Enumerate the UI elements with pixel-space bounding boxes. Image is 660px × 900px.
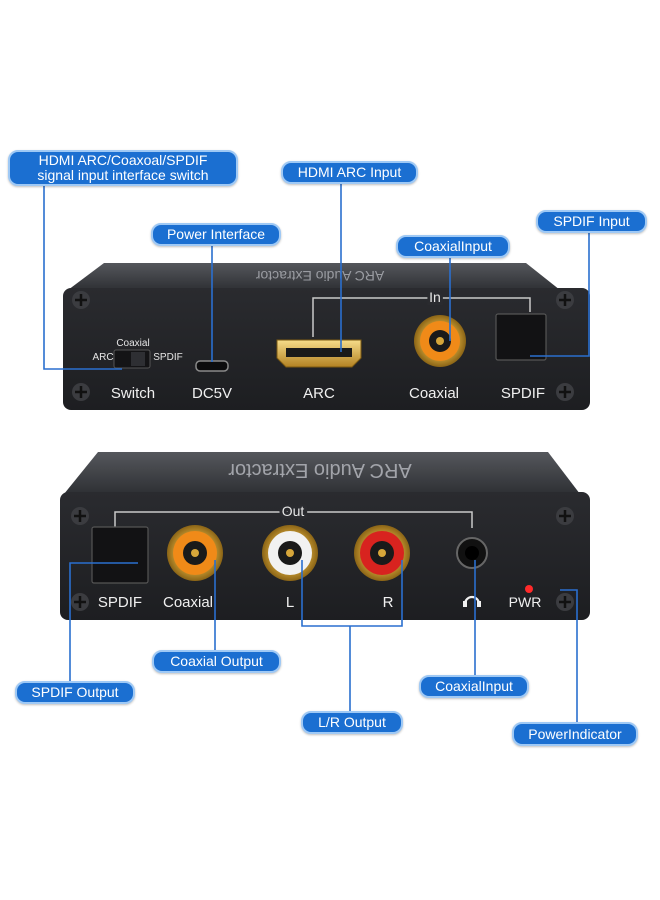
leader-spdif-in [530,232,590,357]
callout-spdif-input: SPDIF Input [536,210,647,233]
screw-icon [72,383,90,401]
bottom-device-top-face [64,452,580,494]
l-label: L [286,594,294,611]
leader-spdif-out [69,562,138,681]
screw-icon [556,291,574,309]
callout-power-indicator: PowerIndicator [512,722,638,746]
spdif-out-label: SPDIF [98,594,142,611]
screw-icon [556,507,574,525]
switch-coaxial-label: Coaxial [116,338,149,349]
left-audio-jack[interactable] [262,525,318,581]
selector-switch-knob[interactable] [131,352,145,366]
callout-power-interface: Power Interface [151,223,281,246]
spdif-output-port[interactable] [91,526,149,584]
callout-hdmi-arc-input: HDMI ARC Input [281,161,418,184]
callout-coaxial-input-bottom: CoaxialInput [419,675,529,698]
r-label: R [383,594,394,611]
arc-label: ARC [303,385,335,402]
right-audio-jack[interactable] [354,525,410,581]
switch-spdif-label: SPDIF [153,352,182,363]
top-device-top-label: ARC Audio Extractor [255,268,384,284]
screw-icon [556,593,574,611]
callout-lr-output: L/R Output [301,711,403,734]
leader-lines [43,184,590,722]
spdif-input-port[interactable] [495,313,547,361]
callout-spdif-output: SPDIF Output [15,681,135,704]
in-bracket [312,297,531,337]
headphone-icon [463,595,481,607]
bottom-device: ARC Audio Extractor Out SPDIF Coaxial L [60,452,590,620]
top-device-top-face [68,263,560,290]
callout-coaxial-output: Coaxial Output [152,650,281,673]
callout-input-switch-line1: HDMI ARC/Coaxoal/SPDIF [38,152,208,168]
screw-icon [71,507,89,525]
callout-coaxial-input-top: CoaxialInput [396,235,510,258]
power-led [525,585,533,593]
usb-power-port[interactable] [195,360,229,372]
screw-icon [71,593,89,611]
pwr-label: PWR [509,594,542,610]
bottom-device-front-face [60,492,590,620]
bottom-device-top-label: ARC Audio Extractor [228,459,412,481]
coaxial-input-jack[interactable] [414,315,466,367]
screw-icon [72,291,90,309]
hdmi-port-slot [286,348,352,357]
headphone-jack[interactable] [456,537,488,569]
coaxial-output-jack[interactable] [167,525,223,581]
dc5v-label: DC5V [192,385,232,402]
leader-switch [43,184,122,370]
switch-label: Switch [111,385,155,402]
callout-input-switch: HDMI ARC/Coaxoal/SPDIF signal input inte… [8,150,238,186]
out-bracket [114,511,473,528]
out-label: Out [282,503,305,519]
in-label: In [429,289,441,305]
top-device: ARC Audio Extractor In Coaxial ARC SPDIF… [63,263,590,410]
switch-arc-label: ARC [92,352,113,363]
spdif-in-label: SPDIF [501,385,545,402]
leader-lr-out [301,560,403,711]
callout-input-switch-line2: signal input interface switch [37,167,209,183]
coaxial-in-label: Coaxial [409,385,459,402]
coaxial-out-label: Coaxial [163,594,213,611]
leader-power-led [560,589,578,722]
screw-icon [556,383,574,401]
